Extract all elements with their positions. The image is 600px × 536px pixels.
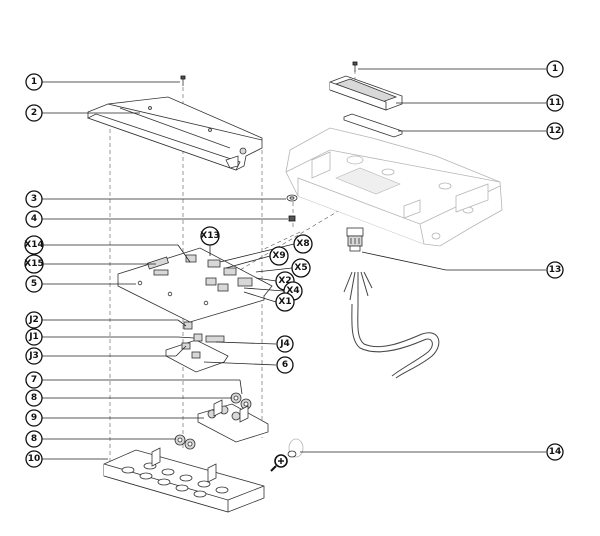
callout-2[interactable]: 2: [25, 104, 43, 122]
callout-x15[interactable]: X15: [24, 254, 44, 274]
callout-j2[interactable]: J2: [25, 311, 43, 329]
svg-text:X8: X8: [296, 239, 309, 249]
part-3-washer: [286, 194, 298, 202]
callout-11[interactable]: 11: [546, 94, 564, 112]
part-13-cable-gland: [346, 227, 364, 252]
svg-text:X4: X4: [286, 286, 299, 296]
svg-text:9: 9: [31, 413, 37, 423]
callout-14[interactable]: 14: [546, 443, 564, 461]
svg-text:X15: X15: [24, 259, 43, 269]
svg-text:X14: X14: [24, 240, 43, 250]
svg-text:7: 7: [31, 375, 37, 385]
cable-wires: [343, 271, 440, 379]
svg-text:X5: X5: [294, 263, 307, 273]
svg-text:8: 8: [31, 434, 37, 444]
svg-text:4: 4: [31, 214, 37, 224]
callout-7[interactable]: 7: [25, 371, 43, 389]
svg-text:13: 13: [549, 265, 562, 275]
part-12-gasket: [343, 113, 403, 138]
callout-6[interactable]: 6: [276, 356, 294, 374]
callout-10[interactable]: 10: [25, 450, 43, 468]
part-4-nut: [288, 215, 296, 222]
svg-text:11: 11: [549, 98, 562, 108]
callout-9[interactable]: 9: [25, 409, 43, 427]
svg-text:2: 2: [31, 108, 37, 118]
callout-j3[interactable]: J3: [25, 347, 43, 365]
svg-text:1: 1: [31, 77, 37, 87]
callout-5[interactable]: 5: [25, 275, 43, 293]
part-2-top-cover: [86, 96, 263, 171]
callout-1-right[interactable]: 1: [546, 60, 564, 78]
leader-lines: [42, 68, 546, 460]
callout-13[interactable]: 13: [546, 261, 564, 279]
assembly-guide-lines: [109, 70, 356, 462]
svg-text:8: 8: [31, 393, 37, 403]
callout-12[interactable]: 12: [546, 122, 564, 140]
screw-1-left: [180, 75, 186, 86]
svg-text:J3: J3: [28, 351, 39, 361]
svg-text:X13: X13: [200, 231, 219, 241]
svg-text:1: 1: [552, 64, 558, 74]
svg-text:X1: X1: [278, 297, 291, 307]
part-9-terminal-block: [197, 399, 269, 443]
callout-1-left[interactable]: 1: [25, 73, 43, 91]
part-14-fuse: [287, 438, 304, 458]
svg-text:J2: J2: [28, 315, 39, 325]
callout-x13[interactable]: X13: [200, 226, 220, 246]
callout-x5[interactable]: X5: [291, 258, 311, 278]
svg-text:12: 12: [549, 126, 562, 136]
svg-text:3: 3: [31, 194, 37, 204]
part-8-terminals-lower: [174, 434, 196, 450]
svg-text:X2: X2: [278, 276, 291, 286]
callout-x14[interactable]: X14: [24, 235, 44, 255]
callout-8-lower[interactable]: 8: [25, 430, 43, 448]
callout-x1[interactable]: X1: [275, 292, 295, 312]
svg-text:5: 5: [31, 279, 37, 289]
screw-1-right: [352, 61, 358, 72]
part-6-small-pcb: [165, 321, 229, 373]
svg-text:14: 14: [549, 447, 562, 457]
callout-x8[interactable]: X8: [293, 234, 313, 254]
callout-8-upper[interactable]: 8: [25, 389, 43, 407]
svg-text:J4: J4: [279, 339, 290, 349]
callout-j1[interactable]: J1: [25, 328, 43, 346]
callout-x9[interactable]: X9: [269, 246, 289, 266]
svg-text:X9: X9: [272, 251, 285, 261]
callout-4[interactable]: 4: [25, 210, 43, 228]
housing-ghost: [285, 127, 503, 247]
svg-text:J1: J1: [28, 332, 39, 342]
svg-text:10: 10: [28, 454, 41, 464]
part-5-main-pcb: [117, 247, 273, 323]
callout-j4[interactable]: J4: [276, 335, 294, 353]
svg-text:6: 6: [282, 360, 288, 370]
callout-3[interactable]: 3: [25, 190, 43, 208]
part-10-base-tray: [103, 447, 265, 513]
magnifier-plus-icon[interactable]: [270, 454, 288, 472]
part-11-cover-cap: [329, 75, 403, 111]
callouts: 1 2 3 4 X14 X15 5 J2 J1 J3 7 8 9 8 10 1 …: [24, 60, 564, 468]
